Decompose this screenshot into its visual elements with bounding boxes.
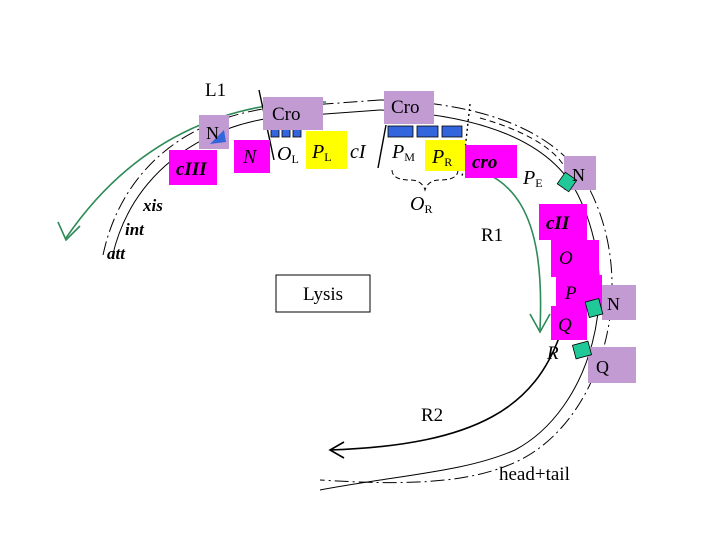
- q-gene-box: [551, 306, 587, 340]
- dna-outer-arc-left: [102, 99, 381, 256]
- lysis-label: Lysis: [303, 284, 343, 305]
- cro-gene-box: [465, 145, 517, 178]
- p-gene-label: P: [564, 283, 577, 304]
- p-teal-marker: [584, 297, 604, 319]
- q-protein-label: Q: [596, 357, 609, 377]
- or-label: OR: [410, 193, 432, 216]
- n-protein-right-top-label: N: [572, 165, 585, 185]
- transcript-r2-head: [328, 441, 345, 459]
- dna-inner-arc-right: [319, 109, 600, 491]
- pr-box: [425, 140, 465, 171]
- pl-label: PL: [311, 141, 332, 164]
- cro-left-label: Cro: [272, 104, 301, 125]
- cro-left-box: [263, 97, 323, 130]
- gene-att-label: att: [107, 244, 126, 263]
- r-label: R: [546, 343, 559, 364]
- cro-gene-label: cro: [472, 152, 497, 173]
- pm-region-marker: [377, 124, 387, 169]
- n-small-icon: [210, 130, 226, 144]
- or-brace: [391, 169, 459, 192]
- pe-label: PE: [522, 167, 543, 190]
- ol-label: OL: [277, 143, 299, 166]
- head-tail-label: head+tail: [499, 464, 570, 485]
- dna-outer-arc-right: [319, 99, 613, 484]
- pm-label: PM: [391, 141, 415, 164]
- q-protein-box: [588, 347, 636, 383]
- pe-teal-marker: [556, 171, 578, 193]
- or-site-3: [441, 125, 463, 138]
- ciii-label: cIII: [176, 159, 207, 180]
- pl-box: [306, 131, 347, 169]
- o-gene-box: [551, 240, 599, 277]
- cro-right-label: Cro: [391, 97, 420, 118]
- transcript-l1-head: [57, 221, 81, 242]
- transcript-r1-label: R1: [481, 225, 503, 246]
- n-protein-left-label: N: [206, 123, 219, 143]
- gene-boxes: [169, 140, 602, 340]
- cii-label: cII: [546, 213, 570, 234]
- or-site-1: [387, 125, 414, 138]
- operator-blocks-or: [387, 125, 463, 138]
- transcript-r2: [329, 334, 561, 451]
- promoter-boxes: [306, 131, 465, 171]
- teal-markers: [556, 171, 604, 360]
- cii-box: [539, 204, 587, 240]
- n-gene-box: [234, 140, 270, 173]
- or-site-2: [416, 125, 439, 138]
- transcript-r2-label: R2: [421, 405, 443, 426]
- n-protein-right-mid-box: [602, 285, 636, 320]
- pr-label: PR: [431, 146, 452, 169]
- transcript-r1-head: [529, 313, 551, 334]
- o-gene-label: O: [559, 248, 573, 269]
- ciii-box: [169, 150, 217, 185]
- n-gene-label: N: [242, 146, 258, 168]
- gene-int-label: int: [125, 220, 145, 239]
- gene-xis-label: xis: [142, 196, 163, 215]
- transcript-r1: [429, 163, 542, 331]
- r-teal-marker: [571, 340, 593, 360]
- ci-label: cI: [350, 141, 367, 163]
- q-gene-label: Q: [558, 315, 572, 336]
- cro-right-box: [384, 91, 434, 124]
- n-protein-right-mid-label: N: [607, 294, 620, 314]
- lysis-box: [275, 274, 371, 313]
- transcript-l1-label: L1: [205, 80, 226, 101]
